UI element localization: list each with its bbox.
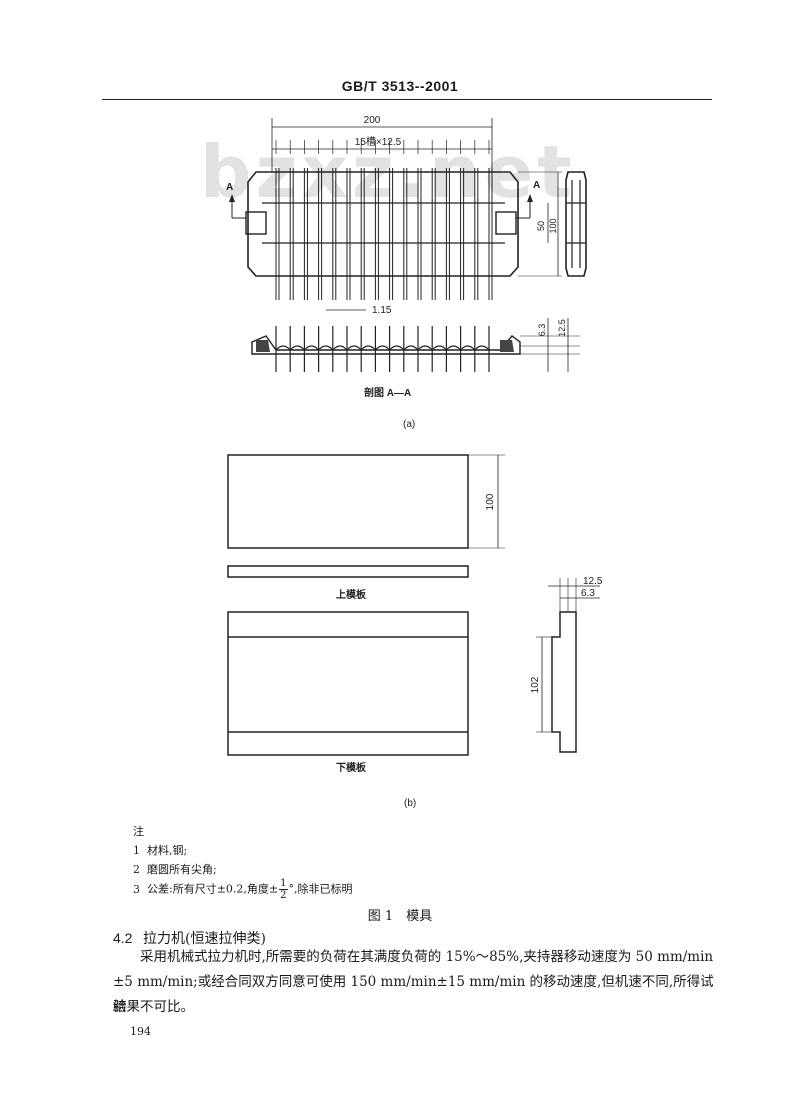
slot-lines	[275, 168, 493, 300]
figure-caption: 图 1 模具	[367, 909, 433, 924]
dim-6-3-label: 6.3	[537, 324, 547, 337]
dim-pitch-label: 15槽×12.5	[355, 135, 402, 148]
section-mark-right: A	[533, 180, 540, 191]
upper-plate-top-view	[227, 454, 469, 549]
section-mark-left: A	[226, 182, 233, 193]
dim-200-label: 200	[364, 115, 381, 126]
section-label: 剖图 A—A	[364, 386, 411, 399]
dim-50-label: 50	[536, 221, 546, 231]
section-title: 拉力机(恒速拉伸类)	[143, 931, 266, 947]
paragraph-line-3: 结果不可比。	[113, 999, 194, 1015]
section-number: 4.2	[113, 930, 133, 946]
notes-title: 注	[133, 825, 144, 838]
fraction-numerator: 1	[279, 878, 288, 890]
lower-plate-side-view	[551, 611, 577, 753]
note-1-number: 1	[133, 844, 140, 857]
figure-a-label: (a)	[403, 419, 415, 430]
dim-1-15-label: 1.15	[372, 305, 392, 316]
note-2-number: 2	[133, 863, 140, 876]
section-bump	[431, 345, 447, 351]
note-3-suffix: °,除非已标明	[288, 882, 353, 896]
lower-plate-top-view	[227, 611, 469, 756]
note-2: 2 磨圆所有尖角;	[133, 864, 217, 875]
dim-102-label: 102	[530, 676, 541, 693]
pitch-ticks	[275, 140, 490, 154]
section-bump	[389, 345, 405, 351]
page-header-standard-id: GB/T 3513--2001	[341, 78, 459, 94]
dim-6-3-b-label: 6.3	[581, 588, 595, 599]
section-bump	[318, 345, 334, 351]
paragraph-line-1: 采用机械式拉力机时,所需要的负荷在其满度负荷的 15%～85%,夹持器移动速度为…	[140, 949, 714, 965]
section-bump	[360, 345, 376, 351]
header-rule	[102, 99, 712, 100]
dim-100-b-label: 100	[485, 493, 496, 510]
dim-100-label: 100	[548, 218, 558, 233]
upper-plate-label: 上模板	[336, 588, 367, 601]
figure-b-drawing: 100 上模板 下模板 12.5 6.3 102 (b)	[227, 454, 603, 809]
note-1-text: 材料,钢;	[147, 844, 188, 857]
section-bump	[445, 345, 462, 351]
dim-12-5-label: 12.5	[557, 319, 567, 337]
page-number: 194	[130, 1025, 151, 1038]
note-3-number: 3	[133, 882, 140, 896]
lower-plate-label: 下模板	[336, 761, 367, 774]
section-bump	[332, 345, 348, 351]
section-bump	[303, 345, 320, 351]
dim-12-5-b-label: 12.5	[583, 576, 603, 587]
section-heading: 4.2 拉力机(恒速拉伸类)	[113, 928, 266, 948]
figure-b-label: (b)	[404, 798, 416, 809]
paragraph-line-2: ±5 mm/min;或经合同双方同意可使用 150 mm/min±15 mm/m…	[113, 974, 714, 1015]
section-bumps	[275, 326, 490, 372]
note-3-prefix: 公差:所有尺寸±0.2,角度±	[147, 882, 279, 896]
section-bump	[289, 345, 305, 351]
fraction-denominator: 2	[280, 890, 287, 901]
figure-a-drawing: 200 15槽×12.5 A A 50 100 1.15 6.3 12.5 剖图…	[226, 115, 587, 430]
section-bump	[346, 345, 362, 351]
section-bump	[403, 345, 419, 351]
note-2-text: 磨圆所有尖角;	[147, 863, 217, 876]
section-bump	[374, 345, 391, 351]
section-bump	[460, 345, 476, 351]
section-bump	[474, 345, 490, 351]
upper-plate-side-view	[227, 565, 469, 578]
section-bump	[417, 345, 433, 351]
note-1: 1 材料,钢;	[133, 845, 187, 856]
section-bump	[275, 345, 291, 351]
